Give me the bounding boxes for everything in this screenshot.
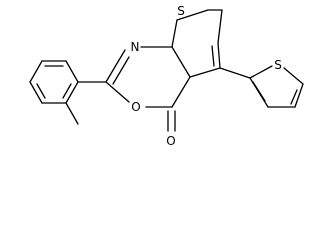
oxazinone-ring bbox=[105, 46, 191, 108]
atom-oxygen-carbonyl: O bbox=[166, 134, 175, 148]
thienyl-link-bond bbox=[219, 67, 251, 79]
tolyl-ring bbox=[29, 60, 79, 104]
thieno-ring bbox=[171, 9, 223, 78]
molecule-structure: S N O O S bbox=[29, 4, 304, 148]
atom-sulfur-thieno: S bbox=[177, 4, 185, 18]
atom-nitrogen: N bbox=[131, 40, 140, 54]
atom-oxygen-ring: O bbox=[131, 100, 140, 114]
methyl-bond bbox=[65, 102, 79, 125]
atom-sulfur-thienyl: S bbox=[274, 58, 282, 72]
thienyl-ring bbox=[249, 65, 304, 108]
